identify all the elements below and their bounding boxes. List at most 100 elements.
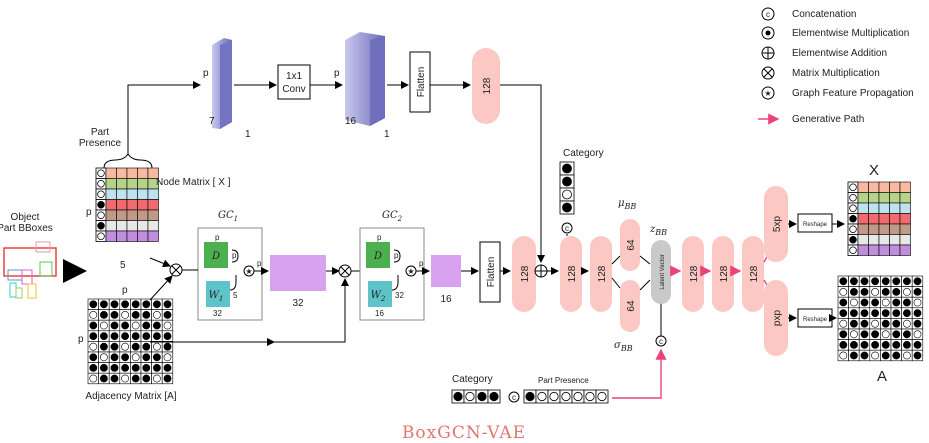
node-feature-cell [889,181,901,193]
legend-matmul-label: Matrix Multiplication [792,68,880,79]
adj-dot [892,277,901,286]
node-feature-cell [147,220,159,232]
adj-dot [99,321,108,330]
adj-dot [902,319,911,328]
adj-dot [163,321,172,330]
reshape-x-label: Reshape [803,222,828,228]
fc-64-mu-label: 64 [626,239,637,251]
category-dot [562,176,572,187]
adj-dot [871,351,880,360]
node-feature-cell [889,234,901,246]
presence-dot [849,183,857,192]
node-feature-cell [889,202,901,214]
adj-dot [131,321,140,330]
legend-add-label: Elementwise Addition [792,48,887,59]
conv1-p: p [203,68,209,79]
adj-dot [892,309,901,318]
adj-dot [913,277,922,286]
fc-128-merge-label: 128 [567,265,578,282]
adj-dot [152,321,161,330]
bottom-presence-dot [585,391,595,402]
bottom-category-dot [489,391,499,402]
legend-elemmul-label: Elementwise Multiplication [792,28,909,39]
legend-concat-icon [761,7,775,21]
node-feature-cell [147,230,159,242]
node-feature-cell [868,213,880,225]
fc-pxp-label: pxp [772,310,783,327]
node-matrix-label: Node Matrix [ X ] [156,177,231,188]
latent-vector [651,240,671,304]
fc-128-dec-2 [712,236,734,312]
node-feature-cell [105,209,117,221]
adj-dot [913,298,922,307]
adj-dot [892,319,901,328]
node-feature-cell [137,178,149,190]
node-feature-cell [868,192,880,204]
gc1-w-32: 32 [213,309,222,318]
adj-dot [902,309,911,318]
fc-128-dec-3-label: 128 [749,265,760,282]
adj-dot [849,309,858,318]
adj-dot [871,309,880,318]
adj-matrix-p-left: p [78,334,84,345]
fc-5xp-label: 5xp [772,216,783,233]
fc-128-enc-label: 128 [597,265,608,282]
adj-dot [142,342,151,351]
conv-block-2 [345,32,385,126]
adj-dot [860,351,869,360]
presence-dot [97,221,105,230]
node-feature-cell [147,209,159,221]
adj-dot [152,374,161,383]
adj-dot [849,340,858,349]
bottom-part-presence-vector [523,389,609,404]
node-feature-cell [857,213,869,225]
gc2-d-p-top: p [377,233,382,242]
gc2-feature-map [431,255,461,287]
adj-dot [163,332,172,341]
adj-dot [89,310,98,319]
adj-dot [131,374,140,383]
adj-dot [142,332,151,341]
top-branch-arrow [127,81,201,154]
presence-dot [97,232,105,241]
legend-gfp-star: ★ [764,89,771,98]
node-feature-cell [889,244,901,256]
adj-dot [902,351,911,360]
node-feature-cell [899,223,911,235]
adj-dot [89,342,98,351]
conv-conv-label: Conv [282,84,305,95]
adj-dot [839,319,848,328]
adj-dot [99,374,108,383]
adj-dot [860,298,869,307]
presence-dot [97,179,105,188]
adj-dot [131,342,140,351]
node-feature-cell [878,192,890,204]
node-feature-cell [105,178,117,190]
gc1-feature-32: 32 [292,298,304,309]
adj-dot [881,351,890,360]
adj-matrix-p-top: p [122,285,128,296]
adj-dot [89,363,98,372]
node-feature-cell [899,202,911,214]
conv-block-1 [212,38,232,129]
presence-dot [849,235,857,244]
node-feature-cell [868,223,880,235]
adj-dot [89,300,98,309]
gc2-gfp-symbol: ★ [407,267,414,276]
fc-64-sigma-label: 64 [626,300,637,312]
gc2-connector [391,249,401,291]
adj-dot [860,319,869,328]
adj-dot [839,287,848,296]
node-feature-cell [137,220,149,232]
node-matrix-p: p [86,207,92,218]
adj-dot [860,309,869,318]
adj-dot [89,321,98,330]
latent-concat-symbol: c [659,337,663,346]
fc-128-merge [560,236,582,312]
output-adjacency-matrix [837,275,924,362]
node-feature-cell [126,199,138,211]
diagram-title: BoxGCN-VAE [402,423,526,443]
node-feature-cell [857,202,869,214]
adj-dot [913,351,922,360]
bottom-presence-dot [549,391,559,402]
